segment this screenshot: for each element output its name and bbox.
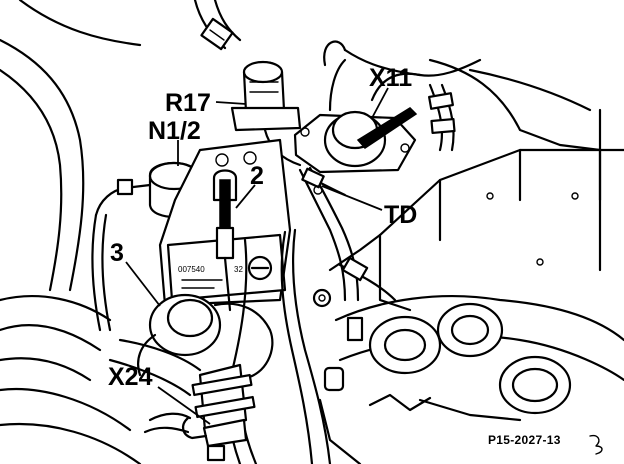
- figure-reference: P15-2027-13: [488, 433, 561, 447]
- leader-2: [235, 184, 256, 209]
- label-3: 3: [110, 239, 124, 267]
- part-marking-top: 007540: [178, 265, 205, 274]
- left-fender-housing: [0, 0, 142, 464]
- component-3: [137, 293, 274, 380]
- page-mark-icon: [589, 434, 603, 455]
- control-module: 007540 32: [158, 138, 292, 312]
- x11-connector: [293, 40, 482, 174]
- round-ports: [323, 302, 572, 415]
- label-r17: R17: [165, 89, 211, 117]
- label-2: 2: [250, 162, 264, 190]
- r17-component: [230, 60, 302, 167]
- label-td: TD: [384, 201, 417, 229]
- part-marking-bottom: 32: [234, 265, 243, 274]
- label-x11: X11: [369, 64, 412, 92]
- label-n12: N1/2: [148, 117, 201, 145]
- label-x24: X24: [108, 363, 153, 391]
- leader-x11: [371, 87, 389, 119]
- leader-lines: [125, 87, 389, 425]
- leader-r17: [215, 101, 247, 105]
- top-hose-clamp: [193, 0, 242, 51]
- leader-td: [321, 185, 383, 211]
- leader-x24: [157, 386, 211, 425]
- leader-3: [125, 261, 161, 307]
- x24-connector: [143, 363, 256, 462]
